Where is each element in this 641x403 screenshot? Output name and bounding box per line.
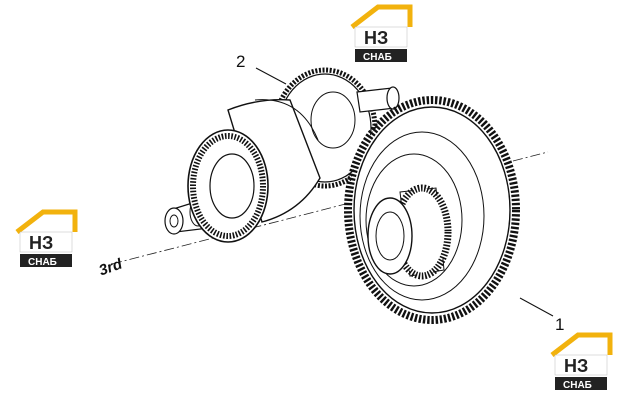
axis-note-3rd: 3rd (97, 255, 126, 279)
leader-line-2 (255, 67, 287, 85)
svg-text:СНАБ: СНАБ (28, 257, 57, 268)
watermark-logo-left: НЗ СНАБ (15, 209, 78, 268)
leader-line-1 (519, 297, 554, 317)
callout-1: 1 (555, 315, 564, 334)
svg-text:НЗ: НЗ (564, 356, 588, 376)
clutch-drum (187, 99, 321, 243)
svg-text:НЗ: НЗ (29, 233, 53, 253)
watermark-logo-bottom-right: НЗ СНАБ (550, 332, 613, 391)
watermark-logo-top: НЗ СНАБ (350, 4, 413, 63)
svg-text:НЗ: НЗ (364, 28, 388, 48)
spline-hub (367, 184, 452, 280)
callout-2: 2 (236, 52, 245, 71)
center-axis-line (111, 151, 549, 265)
svg-text:СНАБ: СНАБ (563, 380, 592, 391)
svg-text:СНАБ: СНАБ (363, 52, 392, 63)
